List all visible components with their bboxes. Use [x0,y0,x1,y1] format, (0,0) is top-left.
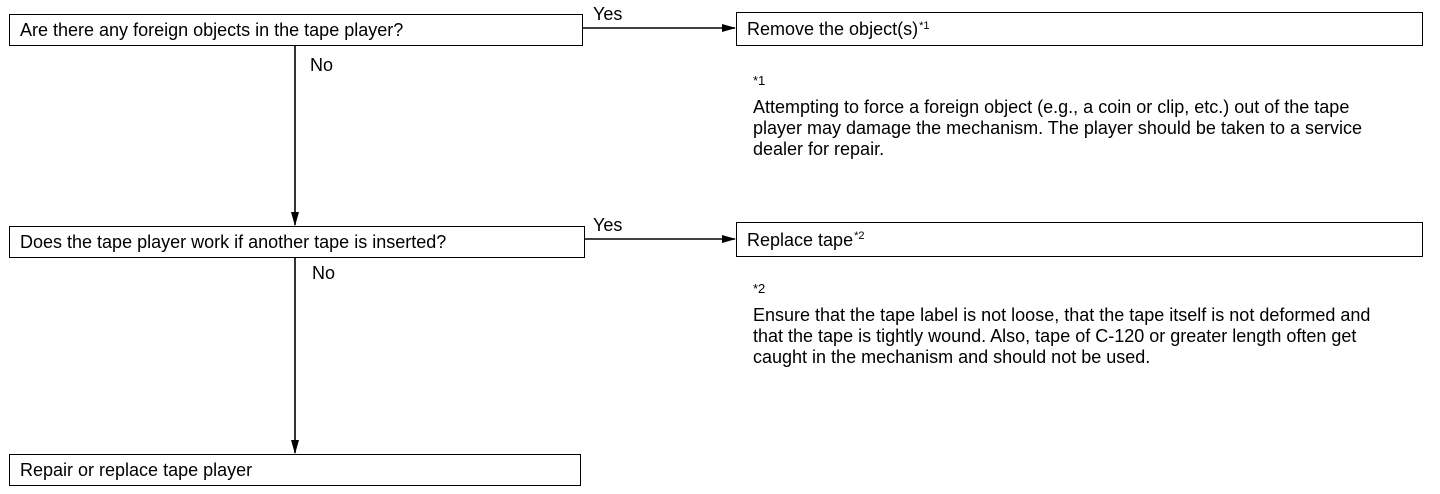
q2-no-label: No [312,263,336,283]
question-1-text: Are there any foreign objects in the tap… [20,20,404,40]
final-action-box: Repair or replace tape player [9,454,581,486]
note-2-mark: *2 [753,281,766,296]
action-1-footnote-ref: *1 [919,19,930,32]
action-2-box: Replace tape*2 [736,222,1423,257]
question-2-text: Does the tape player work if another tap… [20,232,447,252]
action-2-footnote-ref: *2 [854,230,865,242]
action-2-text: Replace tape [747,229,854,250]
note-1-mark: *1 [753,73,766,88]
action-1-box: Remove the object(s)*1 [736,12,1423,46]
note-1-text: Attempting to force a foreign object (e.… [753,97,1362,159]
final-action-text: Repair or replace tape player [20,460,253,480]
note-2-text: Ensure that the tape label is not loose,… [753,305,1371,367]
action-1-text: Remove the object(s) [747,19,919,39]
q1-yes-label: Yes [593,4,623,24]
q1-no-label: No [310,55,334,75]
q2-yes-label: Yes [593,215,623,235]
question-1-box: Are there any foreign objects in the tap… [9,14,583,46]
question-2-box: Does the tape player work if another tap… [9,226,585,258]
